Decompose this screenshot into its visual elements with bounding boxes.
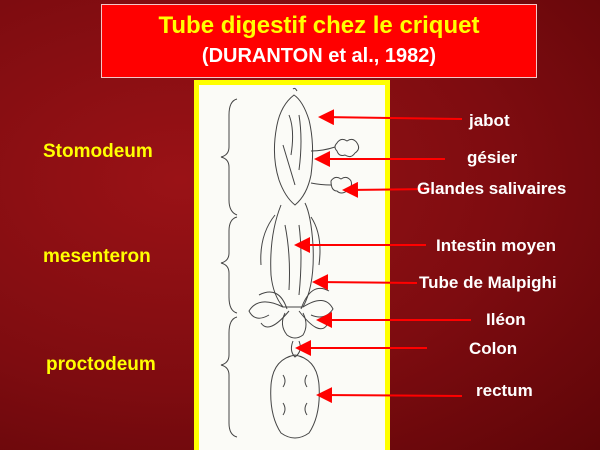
ileum-outline — [281, 312, 307, 339]
arrow-glandes-salivaires — [342, 181, 432, 198]
slide-subtitle: (DURANTON et al., 1982) — [201, 45, 437, 67]
label-glandes-salivaires: Glandes salivaires — [417, 179, 567, 198]
label-ileon: Iléon — [486, 310, 526, 329]
region-label-proctodeum: proctodeum — [46, 354, 156, 375]
figure-drawing-area — [199, 85, 385, 450]
midgut-outline — [270, 202, 314, 308]
label-gesier: gésier — [467, 148, 518, 167]
title-box: Tube digestif chez le criquet (DURANTON … — [101, 4, 537, 78]
digestive-tract-drawing — [220, 87, 360, 439]
label-intestin-moyen: Intestin moyen — [436, 236, 556, 255]
salivary-gland-upper — [334, 138, 360, 158]
label-colon: Colon — [469, 339, 518, 358]
brace-proctodeum — [220, 316, 238, 438]
arrow-jabot — [318, 109, 463, 126]
label-rectum: rectum — [476, 381, 533, 400]
rectum-outline — [270, 354, 320, 439]
arrow-rectum — [316, 387, 463, 404]
region-label-stomodeum: Stomodeum — [43, 141, 153, 162]
crop-outline — [273, 94, 314, 206]
arrow-tube-de-malpighi — [312, 274, 418, 291]
brace-stomodeum — [220, 98, 238, 216]
brace-mesenteron — [220, 216, 238, 314]
label-tube-de-malpighi: Tube de Malpighi — [419, 273, 557, 292]
region-label-mesenteron: mesenteron — [43, 246, 151, 267]
digestive-tract-figure — [194, 80, 390, 450]
slide-title: Tube digestif chez le criquet — [158, 12, 480, 39]
label-jabot: jabot — [469, 111, 510, 130]
